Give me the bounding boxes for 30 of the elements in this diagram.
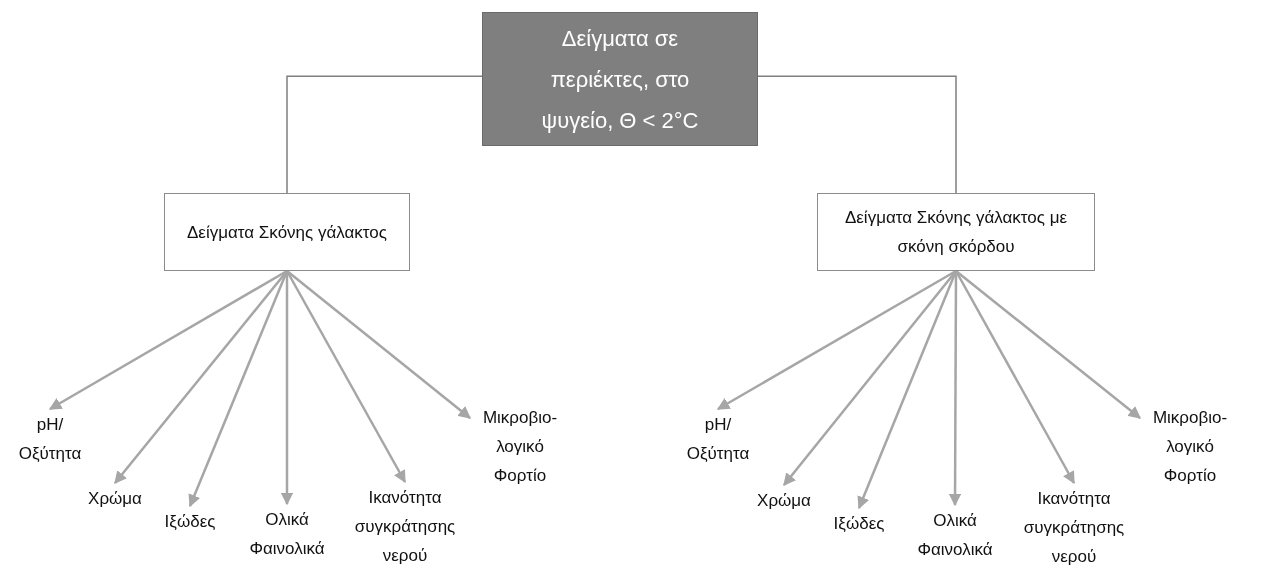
arrow [948, 271, 962, 507]
arrow [783, 270, 957, 486]
arrow [954, 270, 1076, 485]
measurement-label: pH/ Οξύτητα [685, 414, 751, 465]
measurement-label: Χρώμα [757, 490, 811, 512]
measurement-label: Μικροβιο- λογικό Φορτίο [1151, 407, 1229, 487]
measurement-label: Ικανότητα συγκράτησης νερού [1022, 488, 1126, 568]
measurement-label: Ιξώδες [833, 513, 885, 535]
arrow [280, 271, 294, 506]
arrow [716, 269, 957, 411]
measurement-label: Ολικά Φαινολικά [248, 509, 326, 560]
measurement-label: Ιξώδες [164, 511, 216, 533]
sample-box [817, 193, 1095, 271]
measurement-label: pH/ Οξύτητα [17, 414, 83, 465]
measurement-label: Ολικά Φαινολικά [916, 510, 994, 561]
storage-box [482, 12, 758, 146]
arrow [114, 270, 288, 484]
box-text: Δείγματα Σκόνης γάλακτος με σκόνη σκόρδου [843, 207, 1069, 258]
arrow [286, 270, 471, 419]
box-text: Δείγματα Σκόνης γάλακτος [187, 221, 387, 244]
sample-box [164, 193, 410, 271]
measurement-label: Μικροβιο- λογικό Φορτίο [481, 407, 559, 487]
arrow [955, 270, 1141, 419]
measurement-label: Ικανότητα συγκράτησης νερού [353, 487, 457, 567]
measurement-label: Χρώμα [88, 488, 142, 510]
arrow [285, 270, 407, 484]
connector-line [286, 75, 483, 194]
arrow [48, 269, 288, 411]
connector-line [757, 75, 957, 194]
box-text: Δείγματα σε περιέκτες, στο ψυγείο, Θ < 2°C [540, 24, 700, 135]
